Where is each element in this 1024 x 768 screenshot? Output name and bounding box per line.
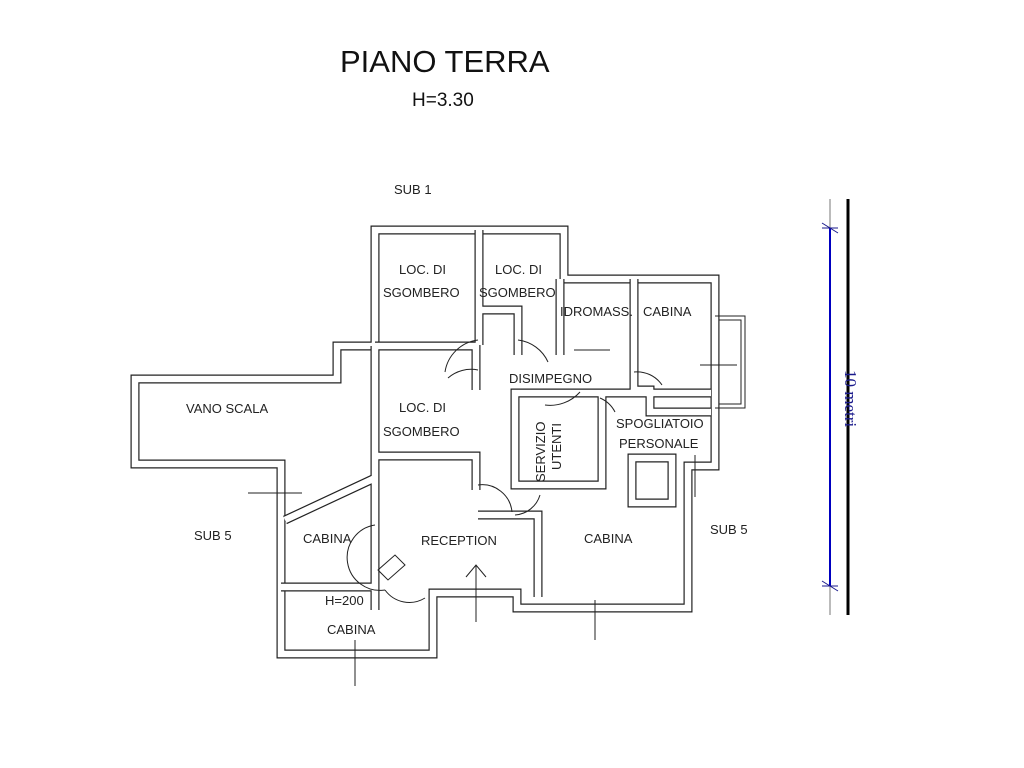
label-cabina-left: CABINA bbox=[303, 531, 352, 546]
label-utenti: UTENTI bbox=[549, 423, 564, 470]
label-loc1-line2: SGOMBERO bbox=[383, 285, 460, 300]
label-loc2-line2: SGOMBERO bbox=[479, 285, 556, 300]
label-servizio: SERVIZIO bbox=[533, 422, 548, 482]
scale-label: 10 metri bbox=[841, 370, 860, 427]
walls bbox=[130, 225, 746, 686]
height-label: H=3.30 bbox=[412, 90, 474, 111]
label-idromass: IDROMASS. bbox=[560, 304, 633, 319]
room-labels: SUB 1 LOC. DI SGOMBERO LOC. DI SGOMBERO … bbox=[186, 182, 748, 637]
label-loc3-line1: LOC. DI bbox=[399, 400, 446, 415]
scale-bar: 10 metri bbox=[821, 199, 860, 615]
scale-tick-icon bbox=[821, 222, 839, 592]
label-loc1-line1: LOC. DI bbox=[399, 262, 446, 277]
label-spogliatoio: SPOGLIATOIO bbox=[616, 416, 704, 431]
label-reception: RECEPTION bbox=[421, 533, 497, 548]
label-personale: PERSONALE bbox=[619, 436, 699, 451]
label-sub5-right: SUB 5 bbox=[710, 522, 748, 537]
plan-title: PIANO TERRA bbox=[340, 44, 550, 79]
door-arcs bbox=[346, 339, 663, 603]
label-vano-scala: VANO SCALA bbox=[186, 401, 268, 416]
label-h200: H=200 bbox=[325, 593, 364, 608]
label-cabina-right: CABINA bbox=[584, 531, 633, 546]
inner-walls bbox=[281, 230, 711, 610]
label-sub1: SUB 1 bbox=[394, 182, 432, 197]
label-sub5-left: SUB 5 bbox=[194, 528, 232, 543]
balcony bbox=[715, 315, 746, 409]
label-cabina-bottom: CABINA bbox=[327, 622, 376, 637]
label-cabina-top: CABINA bbox=[643, 304, 692, 319]
window-markers bbox=[248, 364, 737, 686]
label-loc2-line1: LOC. DI bbox=[495, 262, 542, 277]
label-loc3-line2: SGOMBERO bbox=[383, 424, 460, 439]
label-disimpegno: DISIMPEGNO bbox=[509, 371, 592, 386]
